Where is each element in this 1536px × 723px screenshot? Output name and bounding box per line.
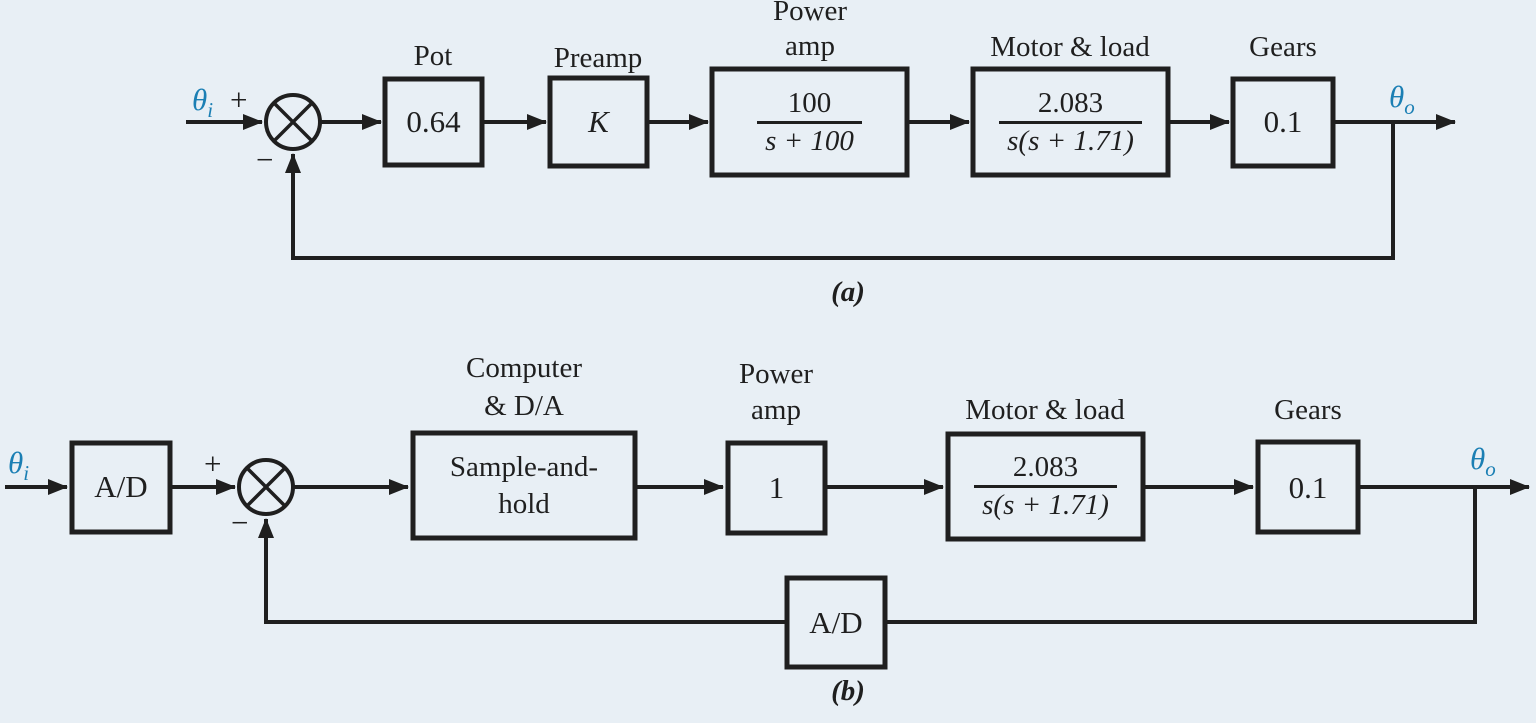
preamp-gain-value: K [588, 104, 609, 139]
power-amp-label-a-line2: amp [785, 30, 835, 62]
sum-plus-sign-b: + [204, 446, 222, 481]
pot-label: Pot [413, 40, 453, 72]
power-amp-numerator: 100 [787, 86, 832, 119]
power-amp-label-b-line2: amp [751, 394, 801, 426]
motor-load-label-a: Motor & load [990, 31, 1150, 63]
motor-load-numerator-b: 2.083 [1012, 451, 1079, 483]
sum-minus-sign-a: − [256, 142, 274, 177]
power-amp-label-a-line1: Power [772, 0, 848, 27]
gears-label-a: Gears [1249, 31, 1317, 63]
feedback-path-b-left [258, 518, 787, 624]
adc-input-value: A/D [94, 469, 148, 504]
gears-value-b: 0.1 [1288, 470, 1328, 505]
feedback-path-b-right [885, 487, 1477, 624]
computer-da-label-line1: Computer [466, 352, 582, 384]
sum-minus-sign-b: − [231, 505, 249, 540]
sum-plus-sign-a: + [230, 82, 248, 117]
motor-load-numerator-a: 2.083 [1037, 86, 1104, 119]
power-amp-denominator: s + 100 [757, 120, 862, 158]
power-amp-value-b: 1 [768, 470, 785, 505]
output-signal-theta-o-a: θo [1389, 79, 1415, 119]
caption-a: (a) [831, 276, 865, 308]
gears-label-b: Gears [1274, 394, 1342, 426]
input-signal-theta-i-b: θi [8, 445, 30, 485]
diagram-a [186, 66, 1456, 260]
summing-junction-b-cross [245, 466, 287, 508]
feedback-path-a [285, 122, 1395, 260]
computer-da-label-line2: & D/A [484, 390, 564, 422]
motor-load-label-b: Motor & load [965, 394, 1125, 426]
preamp-label: Preamp [553, 42, 643, 74]
power-amp-label-b-line1: Power [738, 358, 814, 390]
adc-feedback-value: A/D [809, 605, 863, 640]
motor-load-denominator-a: s(s + 1.71) [999, 120, 1142, 158]
output-signal-theta-o-b: θo [1470, 441, 1496, 481]
summing-junction-a-cross [272, 101, 314, 143]
gears-value-a: 0.1 [1263, 104, 1303, 139]
caption-b: (b) [831, 675, 865, 707]
input-signal-theta-i-a: θi [192, 82, 214, 122]
pot-value: 0.64 [406, 104, 461, 139]
motor-load-denominator-b: s(s + 1.71) [974, 485, 1117, 522]
diagram-b [5, 430, 1530, 670]
sample-and-hold-value: Sample-and-hold [449, 451, 599, 520]
